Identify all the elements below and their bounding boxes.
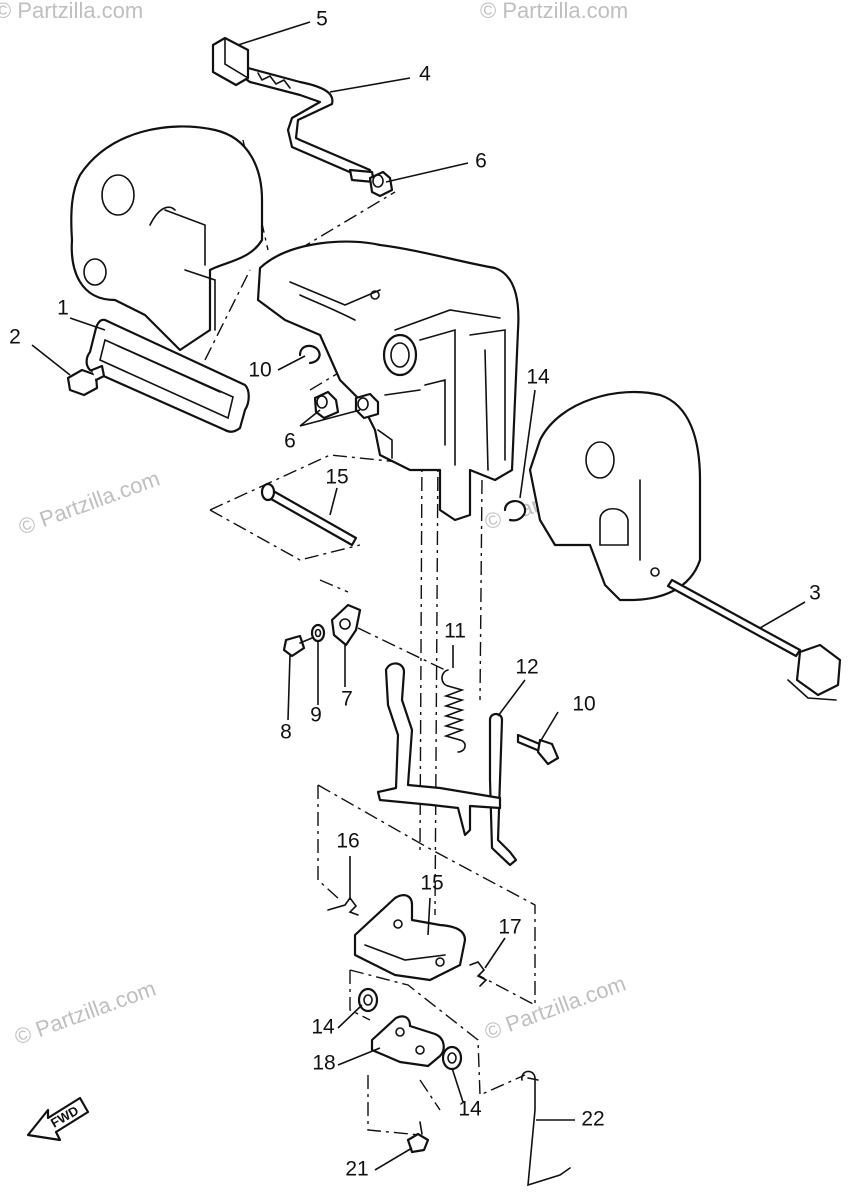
callout-8: 8 bbox=[280, 721, 292, 744]
callout-3: 3 bbox=[809, 582, 821, 605]
callout-7: 7 bbox=[341, 688, 353, 711]
part-15-pin bbox=[260, 482, 358, 547]
part-5-grip bbox=[211, 36, 250, 87]
part-22-wire-link bbox=[521, 1070, 571, 1187]
callout-11: 10 bbox=[248, 359, 271, 382]
watermark-text: © Partzilla.com bbox=[481, 971, 629, 1045]
part-14-bushing bbox=[357, 987, 379, 1013]
part-13-link-arm bbox=[488, 712, 518, 867]
callout-12: 11 bbox=[444, 620, 466, 643]
callout-1: 1 bbox=[57, 297, 69, 320]
right-clamp-bracket bbox=[528, 390, 702, 602]
callout-14: 14 bbox=[311, 1016, 335, 1039]
part-2-bolt bbox=[66, 364, 106, 397]
callout-6-secondary: 6 bbox=[284, 430, 296, 453]
callout-6: 6 bbox=[475, 150, 487, 173]
lever-frame-assembly bbox=[376, 662, 502, 837]
watermark-text: © Partzilla.com bbox=[480, 0, 628, 23]
part-4-tilt-lever bbox=[243, 66, 376, 184]
callout-5: 5 bbox=[316, 8, 328, 31]
part-19-spring bbox=[469, 961, 488, 987]
callout-labels: 5 4 6 1 2 10 14 6 15 3 11 12 10 7 9 8 16… bbox=[9, 8, 821, 1181]
callout-15: 15 bbox=[325, 466, 348, 489]
callout-18: 16 bbox=[336, 830, 359, 853]
part-21-pin bbox=[406, 1121, 430, 1154]
callout-10: 10 bbox=[572, 693, 595, 716]
part-1-cover-plate bbox=[85, 318, 250, 433]
part-16-clip bbox=[503, 500, 527, 522]
callout-20: 18 bbox=[312, 1052, 335, 1075]
part-20-lever-plate bbox=[370, 1015, 445, 1068]
part-18-spring bbox=[327, 896, 359, 916]
callout-16: 14 bbox=[526, 366, 550, 389]
callout-17: 15 bbox=[420, 872, 443, 895]
watermark-text: © Partzilla.com bbox=[15, 466, 163, 540]
part-8-screw bbox=[282, 634, 313, 658]
part-6-bushing-pair bbox=[313, 390, 380, 420]
part-10-bolt bbox=[516, 733, 560, 766]
watermark-text: © Partzilla.com bbox=[11, 976, 159, 1050]
watermark-text: © Partzilla.com bbox=[0, 0, 143, 23]
part-17-lock-plate bbox=[353, 894, 467, 982]
swivel-bracket bbox=[256, 240, 520, 522]
left-clamp-bracket bbox=[70, 125, 264, 352]
callout-22: 22 bbox=[581, 1108, 604, 1131]
part-11-clip bbox=[298, 344, 321, 365]
part-3-rod bbox=[666, 578, 842, 701]
callout-2: 2 bbox=[9, 326, 21, 349]
callout-19: 17 bbox=[498, 916, 521, 939]
part-12-spring bbox=[441, 669, 466, 753]
part-6-bushing bbox=[368, 170, 394, 198]
callout-13: 12 bbox=[515, 656, 538, 679]
fwd-direction-arrow: FWD bbox=[26, 1096, 90, 1142]
part-7-bracket bbox=[330, 603, 362, 647]
part-14-bushing bbox=[441, 1045, 463, 1071]
callout-14-secondary: 14 bbox=[458, 1098, 482, 1121]
part-9-washer bbox=[310, 623, 326, 643]
callout-9: 9 bbox=[310, 704, 322, 727]
callout-21: 21 bbox=[345, 1158, 368, 1181]
callout-4: 4 bbox=[419, 63, 431, 86]
leader-lines bbox=[31, 21, 806, 1171]
